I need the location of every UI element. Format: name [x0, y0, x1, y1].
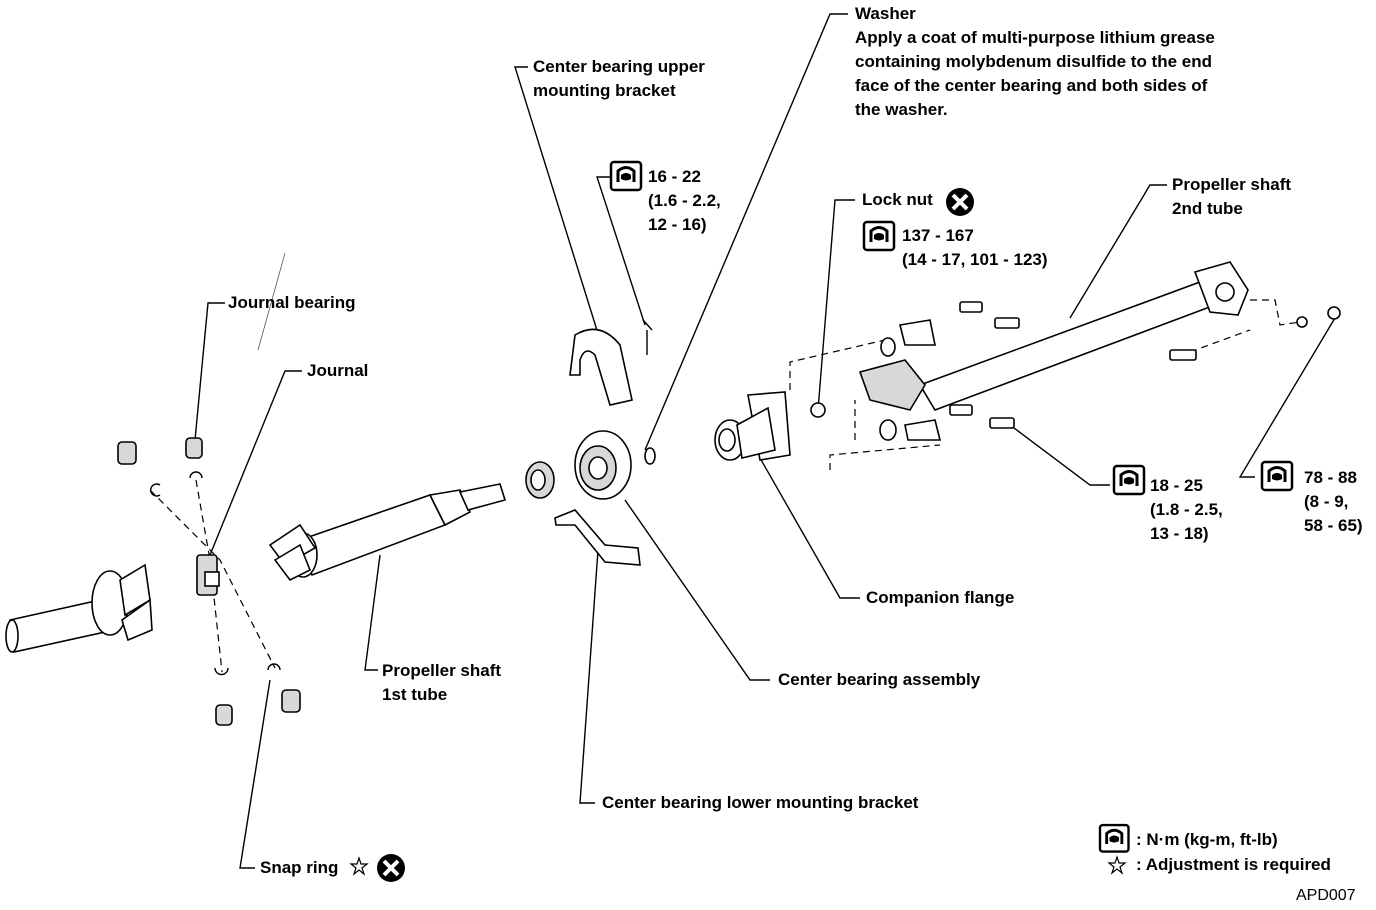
journal-label: Journal	[307, 361, 369, 380]
star-outline-icon	[349, 856, 369, 876]
torque-value: 18 - 25	[1150, 476, 1203, 495]
washer-note-line: the washer.	[855, 100, 948, 119]
x-circle-icon	[944, 186, 976, 218]
torque-value: 12 - 16)	[648, 215, 707, 234]
snap-rings	[150, 471, 281, 676]
lock-nut-torque: 137 - 167 (14 - 17, 101 - 123)	[902, 224, 1048, 272]
upper-bracket-label: Center bearing upper mounting bracket	[533, 55, 705, 103]
leader-lines	[194, 13, 1336, 869]
lock-nut-label: Lock nut	[862, 190, 933, 209]
legend-adjustment: : Adjustment is required	[1136, 855, 1331, 874]
torque-value: (8 - 9,	[1304, 492, 1349, 511]
torque-wrench-icon	[1260, 460, 1294, 492]
first-tube	[268, 483, 507, 582]
journal-bearings	[117, 437, 301, 726]
torque-value: 58 - 65)	[1304, 516, 1363, 535]
companion-flange	[714, 391, 826, 461]
torque-wrench-icon	[862, 220, 896, 252]
upper-bracket-line: mounting bracket	[533, 81, 676, 100]
washer-note-line: face of the center bearing and both side…	[855, 76, 1208, 95]
washer-note-line: Apply a coat of multi-purpose lithium gr…	[855, 28, 1215, 47]
center-bearing-parts	[525, 319, 656, 566]
torque-wrench-icon	[1112, 464, 1146, 496]
upper-bracket-torque: 16 - 22 (1.6 - 2.2, 12 - 16)	[648, 165, 721, 237]
x-circle-icon	[375, 852, 407, 884]
star-outline-icon	[1107, 855, 1127, 875]
torque-value: 78 - 88	[1304, 468, 1357, 487]
second-tube	[858, 261, 1341, 441]
first-tube-line: Propeller shaft	[382, 661, 502, 680]
torque-wrench-icon	[1098, 823, 1130, 854]
legend-torque: : N·m (kg-m, ft-lb)	[1136, 830, 1278, 849]
first-tube-line: 1st tube	[382, 685, 448, 704]
rear-bolts-torque: 78 - 88 (8 - 9, 58 - 65)	[1304, 466, 1363, 538]
companion-flange-label: Companion flange	[866, 588, 1015, 607]
second-tube-label: Propeller shaft 2nd tube	[1172, 173, 1291, 221]
journal	[196, 554, 220, 596]
flange-bolts-torque: 18 - 25 (1.8 - 2.5, 13 - 18)	[1150, 474, 1223, 546]
first-tube-label: Propeller shaft 1st tube	[382, 659, 501, 707]
washer-label: Washer Apply a coat of multi-purpose lit…	[855, 2, 1215, 122]
torque-value: 16 - 22	[648, 167, 701, 186]
torque-value: 13 - 18)	[1150, 524, 1209, 543]
assembly-dashed-lines	[149, 299, 1301, 673]
washer-title: Washer	[855, 4, 916, 23]
lower-bracket-label: Center bearing lower mounting bracket	[602, 793, 919, 812]
center-bearing-assembly-label: Center bearing assembly	[778, 670, 981, 689]
figure-code: APD007	[1296, 887, 1356, 904]
torque-wrench-icon	[609, 160, 643, 192]
washer-note-line: containing molybdenum disulfide to the e…	[855, 52, 1212, 71]
second-tube-line: Propeller shaft	[1172, 175, 1292, 194]
journal-bearing-label: Journal bearing	[228, 293, 356, 312]
front-shaft-stub	[5, 563, 153, 653]
snap-ring-label: Snap ring	[260, 858, 339, 877]
torque-value: 137 - 167	[902, 226, 974, 245]
second-tube-line: 2nd tube	[1172, 199, 1243, 218]
torque-value: (14 - 17, 101 - 123)	[902, 250, 1048, 269]
torque-value: (1.6 - 2.2,	[648, 191, 721, 210]
torque-value: (1.8 - 2.5,	[1150, 500, 1223, 519]
upper-bracket-line: Center bearing upper	[533, 57, 705, 76]
